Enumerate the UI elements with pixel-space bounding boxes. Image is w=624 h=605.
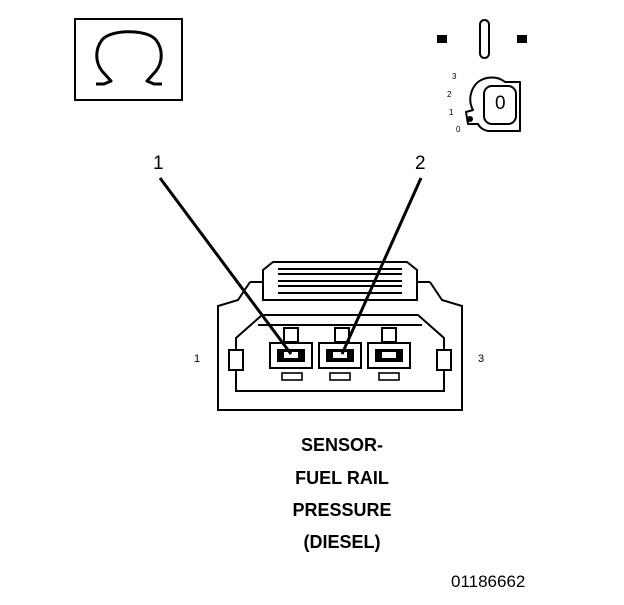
callout-2: 2: [415, 153, 426, 174]
ignition-position-1: 1: [449, 108, 454, 117]
caption-line-2: FUEL RAIL: [295, 468, 389, 488]
pin-number-right: 3: [478, 353, 485, 365]
connector-body: [217, 261, 463, 411]
key-position-symbol: 0: [495, 93, 506, 114]
cavity-2: [318, 342, 362, 381]
caption-line-1: SENSOR-: [300, 435, 383, 455]
connector-tab-left: [228, 349, 244, 371]
ohm-icon: [74, 18, 183, 101]
leader-line-1: [158, 177, 293, 355]
figure-id: 01186662: [451, 572, 526, 591]
connector-tab-right: [436, 349, 452, 371]
cavity-3: [367, 342, 411, 381]
cavity-top-notches: [283, 327, 397, 343]
cavity-1: [269, 342, 313, 381]
ignition-key-icon: [437, 19, 527, 132]
ignition-position-3: 3: [452, 72, 457, 81]
callout-1: 1: [153, 153, 164, 174]
caption-line-4: (DIESEL): [303, 532, 381, 552]
ignition-position-2: 2: [447, 90, 452, 99]
leader-line-2: [340, 177, 423, 355]
caption-line-3: PRESSURE: [292, 500, 392, 520]
ignition-position-0: 0: [456, 125, 461, 134]
pin-number-left: 1: [194, 353, 201, 365]
